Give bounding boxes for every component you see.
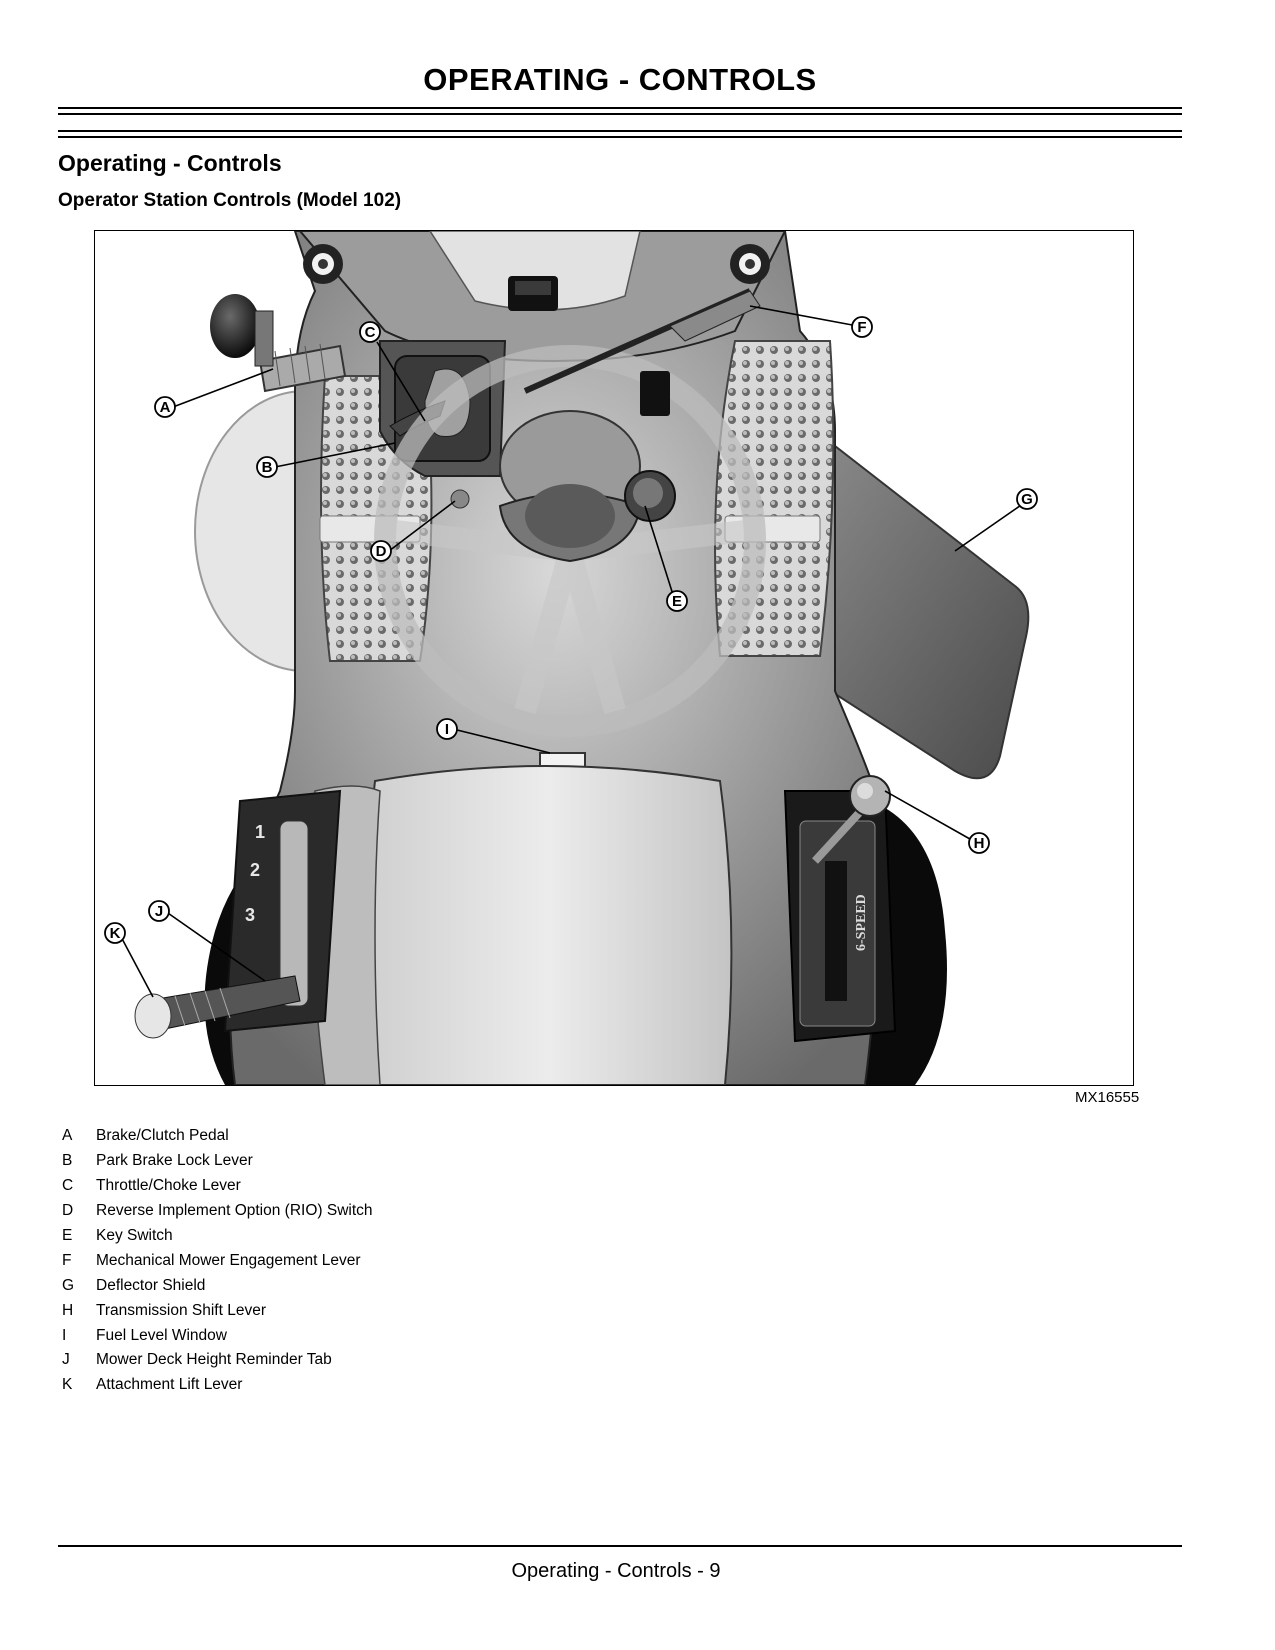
legend-letter: J: [62, 1351, 70, 1369]
legend-item: H Transmission Shift Lever: [62, 1298, 662, 1323]
legend-letter: A: [62, 1127, 73, 1145]
legend-letter: G: [62, 1276, 75, 1294]
legend-item: B Park Brake Lock Lever: [62, 1149, 662, 1174]
svg-text:C: C: [365, 324, 376, 341]
legend-item: A Brake/Clutch Pedal: [62, 1124, 662, 1149]
deflector-shield-shape: [813, 444, 1030, 780]
legend-item: E Key Switch: [62, 1224, 662, 1249]
svg-text:A: A: [160, 399, 171, 416]
speed-label: 6-SPEED: [854, 894, 869, 951]
figure-id: MX16555: [1075, 1089, 1140, 1106]
gear-label-1: 1: [255, 822, 265, 842]
callout-j: J: [148, 900, 170, 922]
svg-text:B: B: [262, 459, 273, 476]
callout-f: F: [851, 316, 873, 338]
section-subtitle: Operator Station Controls (Model 102): [58, 190, 402, 211]
gear-label-2: 2: [250, 860, 260, 880]
legend-letter: E: [62, 1227, 73, 1244]
legend-text: Transmission Shift Lever: [96, 1301, 266, 1319]
tractor-illustration: 1 2 3 6-SPEED A B C D: [104, 231, 1038, 1085]
footer-rule: [58, 1545, 1182, 1547]
legend-text: Attachment Lift Lever: [96, 1376, 243, 1394]
header-rule: [58, 107, 1182, 109]
svg-text:F: F: [857, 319, 866, 336]
legend-item: F Mechanical Mower Engagement Lever: [62, 1248, 662, 1273]
page-header-title: OPERATING - CONTROLS: [423, 62, 817, 97]
legend-letter: I: [62, 1326, 67, 1344]
callout-a: A: [154, 396, 176, 418]
legend-text: Reverse Implement Option (RIO) Switch: [96, 1202, 373, 1220]
legend-item: J Mower Deck Height Reminder Tab: [62, 1348, 662, 1373]
callout-h: H: [968, 832, 990, 854]
gear-label-3: 3: [245, 905, 255, 925]
callout-legend: A Brake/Clutch Pedal B Park Brake Lock L…: [62, 1124, 662, 1398]
svg-text:H: H: [974, 835, 985, 852]
legend-letter: F: [62, 1251, 72, 1269]
callout-i: I: [436, 718, 458, 740]
legend-letter: H: [62, 1301, 74, 1319]
header-rule: [58, 113, 1182, 115]
callout-c: C: [359, 321, 381, 343]
legend-item: D Reverse Implement Option (RIO) Switch: [62, 1199, 662, 1224]
legend-item: G Deflector Shield: [62, 1273, 662, 1298]
legend-text: Park Brake Lock Lever: [96, 1152, 253, 1170]
svg-text:G: G: [1021, 491, 1033, 508]
callout-b: B: [256, 456, 278, 478]
callout-k: K: [104, 922, 126, 944]
legend-text: Throttle/Choke Lever: [96, 1177, 241, 1195]
legend-letter: K: [62, 1376, 73, 1394]
legend-text: Mower Deck Height Reminder Tab: [96, 1351, 332, 1369]
legend-text: Mechanical Mower Engagement Lever: [96, 1251, 361, 1269]
svg-text:I: I: [445, 721, 449, 738]
legend-item: I Fuel Level Window: [62, 1323, 662, 1348]
svg-text:D: D: [376, 543, 387, 560]
legend-text: Deflector Shield: [96, 1276, 206, 1294]
callout-d: D: [370, 540, 392, 562]
legend-item: K Attachment Lift Lever: [62, 1373, 662, 1398]
callout-e: E: [666, 590, 688, 612]
svg-text:J: J: [155, 903, 163, 920]
svg-text:K: K: [110, 925, 121, 942]
callout-g: G: [1016, 488, 1038, 510]
legend-letter: B: [62, 1152, 73, 1170]
svg-text:E: E: [672, 593, 682, 610]
legend-text: Brake/Clutch Pedal: [96, 1127, 229, 1145]
page-footer: Operating - Controls - 9: [511, 1560, 721, 1582]
operator-station-figure: 1 2 3 6-SPEED A B C D: [94, 230, 1134, 1086]
header-rule: [58, 136, 1182, 138]
legend-item: C Throttle/Choke Lever: [62, 1174, 662, 1199]
section-title: Operating - Controls: [58, 150, 282, 176]
legend-letter: C: [62, 1177, 74, 1195]
header-rule: [58, 130, 1182, 132]
legend-text: Fuel Level Window: [96, 1326, 227, 1344]
legend-text: Key Switch: [96, 1227, 173, 1244]
legend-letter: D: [62, 1202, 74, 1220]
